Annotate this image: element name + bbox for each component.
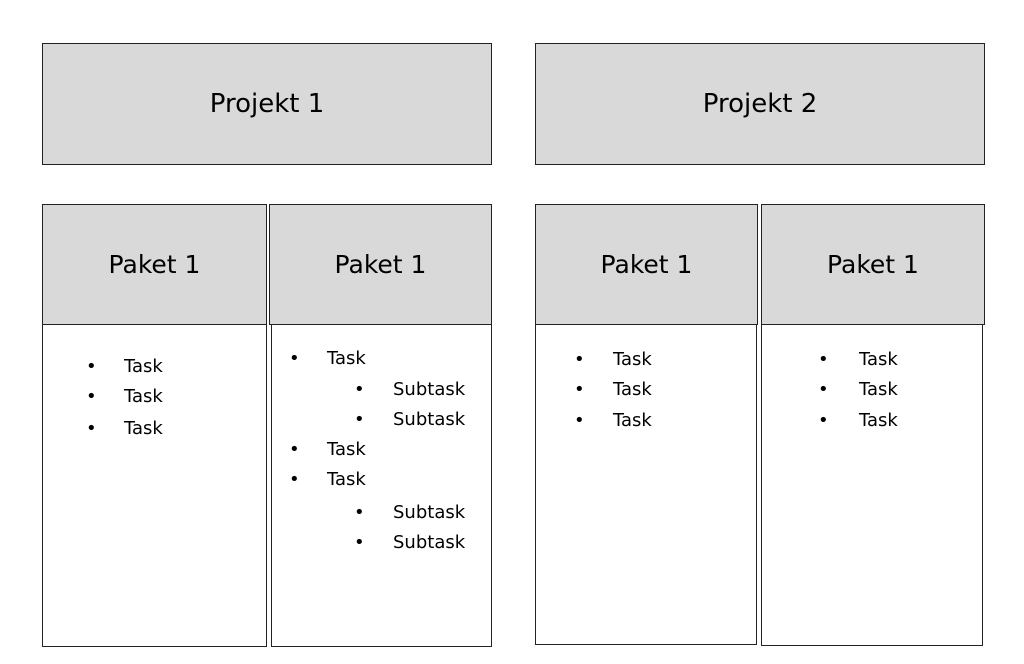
task-label: Task: [327, 439, 366, 460]
bullet-icon: •: [289, 469, 300, 490]
package-1-2-body: [271, 324, 492, 647]
task-label: Task: [613, 349, 652, 370]
package-1-1-title: Paket 1: [108, 250, 201, 279]
task-label: Task: [124, 356, 163, 377]
package-2-1-title: Paket 1: [600, 250, 693, 279]
bullet-icon: •: [354, 409, 365, 430]
project-2-header: Projekt 2: [535, 43, 985, 165]
subtask-label: Subtask: [393, 502, 466, 523]
bullet-icon: •: [818, 379, 829, 400]
bullet-icon: •: [574, 410, 585, 431]
bullet-icon: •: [818, 410, 829, 431]
bullet-icon: •: [86, 418, 97, 439]
bullet-icon: •: [86, 386, 97, 407]
bullet-icon: •: [354, 502, 365, 523]
bullet-icon: •: [289, 439, 300, 460]
package-1-2-header: Paket 1: [269, 204, 492, 325]
package-2-1-header: Paket 1: [535, 204, 758, 325]
task-label: Task: [613, 379, 652, 400]
project-2-title: Projekt 2: [702, 89, 818, 119]
package-2-1-body: [535, 324, 757, 645]
bullet-icon: •: [86, 356, 97, 377]
subtask-label: Subtask: [393, 379, 466, 400]
bullet-icon: •: [574, 379, 585, 400]
task-label: Task: [327, 469, 366, 490]
task-label: Task: [859, 410, 898, 431]
bullet-icon: •: [574, 349, 585, 370]
project-1-header: Projekt 1: [42, 43, 492, 165]
task-label: Task: [124, 386, 163, 407]
package-1-1-body: [42, 324, 267, 647]
package-1-2-title: Paket 1: [334, 250, 427, 279]
task-label: Task: [124, 418, 163, 439]
task-label: Task: [859, 349, 898, 370]
bullet-icon: •: [354, 532, 365, 553]
subtask-label: Subtask: [393, 409, 466, 430]
bullet-icon: •: [289, 348, 300, 369]
task-label: Task: [859, 379, 898, 400]
task-label: Task: [613, 410, 652, 431]
package-2-2-body: [761, 324, 983, 646]
package-1-1-header: Paket 1: [42, 204, 267, 325]
task-label: Task: [327, 348, 366, 369]
package-2-2-header: Paket 1: [761, 204, 985, 325]
project-1-title: Projekt 1: [209, 89, 325, 119]
bullet-icon: •: [818, 349, 829, 370]
bullet-icon: •: [354, 379, 365, 400]
subtask-label: Subtask: [393, 532, 466, 553]
package-2-2-title: Paket 1: [827, 250, 919, 279]
